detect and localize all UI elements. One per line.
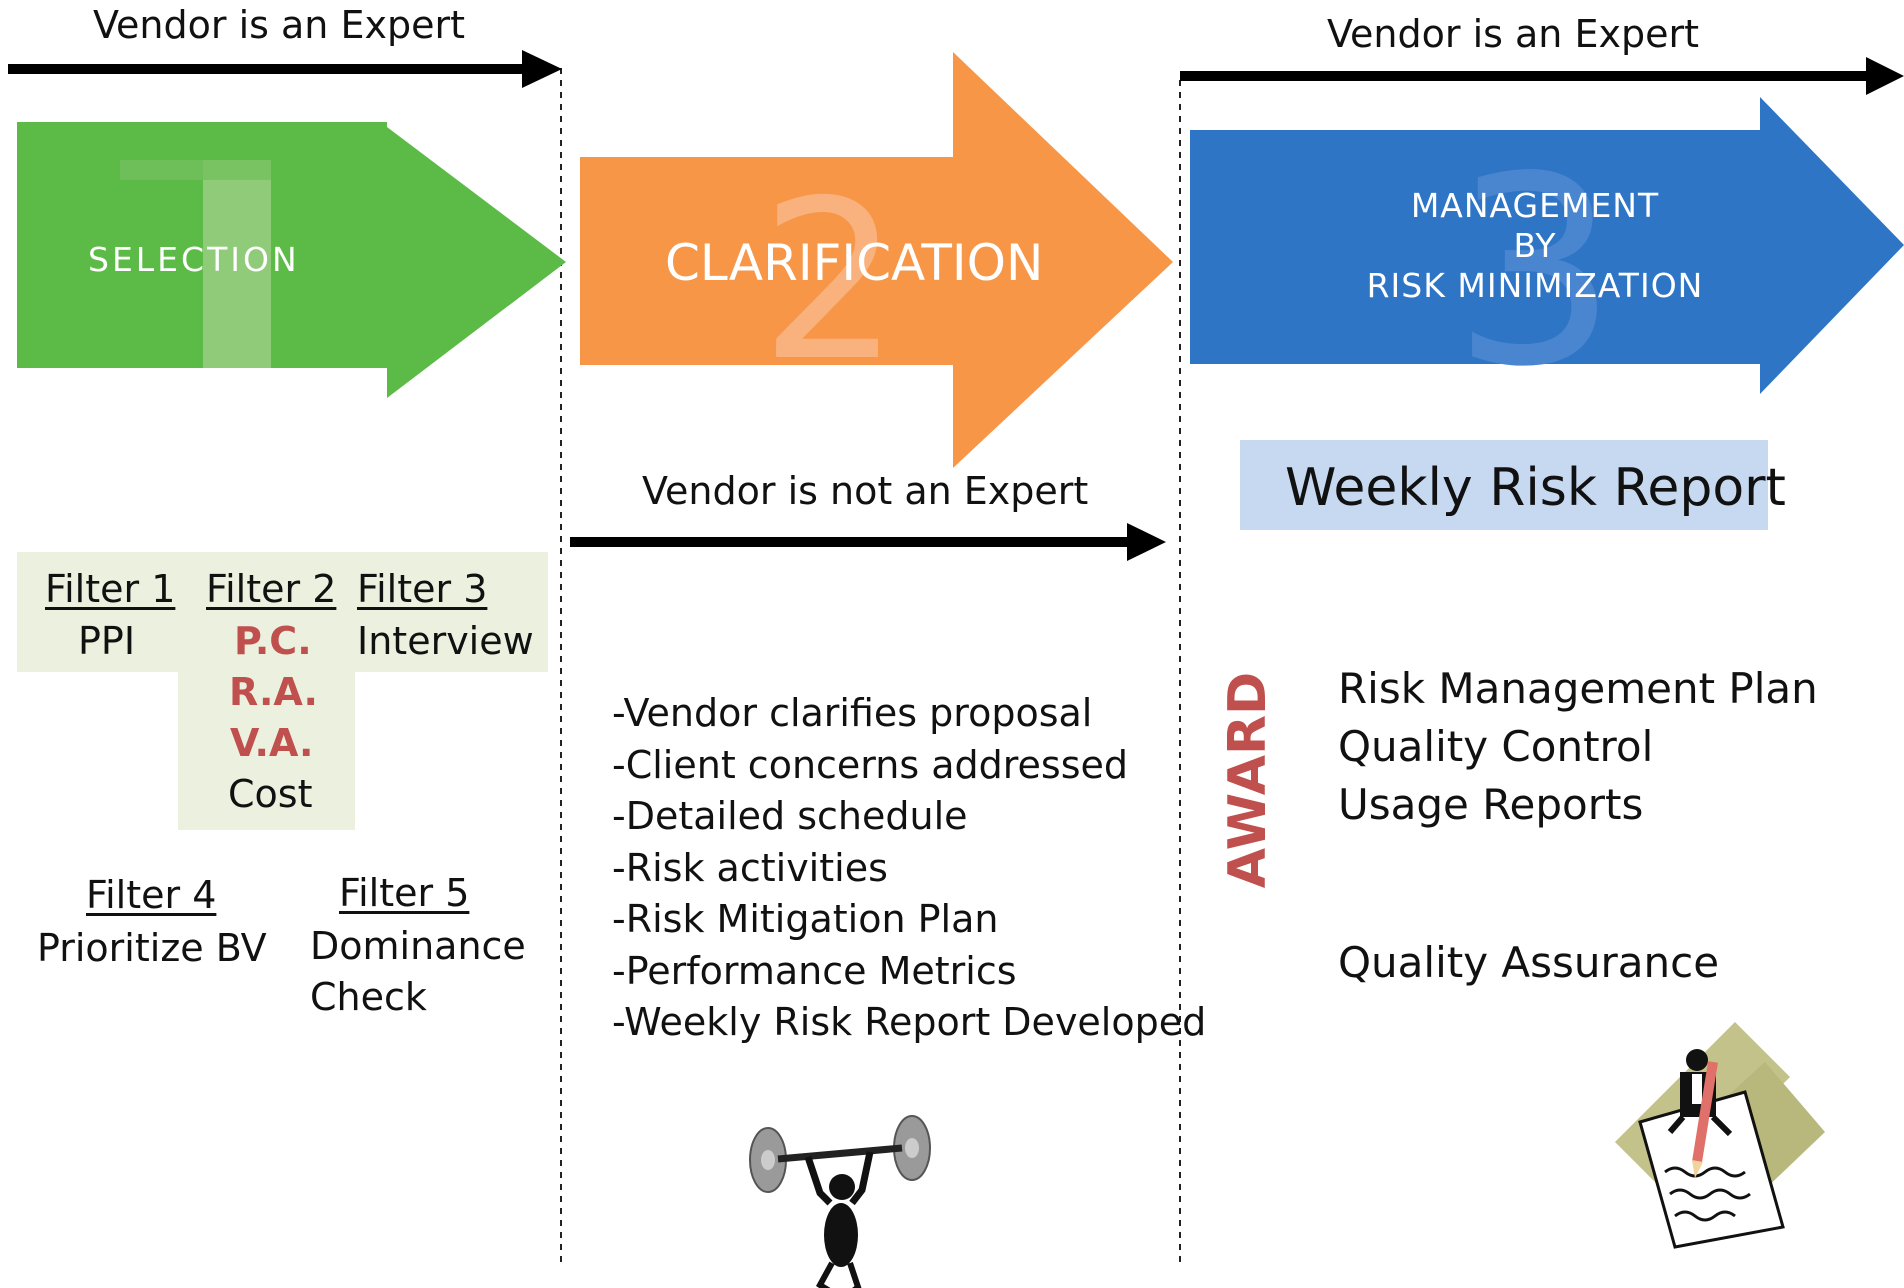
filter-2-item-va: V.A.: [230, 721, 314, 765]
clarification-item: -Vendor clarifies proposal: [612, 691, 1093, 735]
expert-arrow-right: [1180, 57, 1904, 95]
filter-1-item: PPI: [78, 619, 136, 663]
clarification-item: -Detailed schedule: [612, 794, 968, 838]
phase-1-label: SELECTION: [88, 240, 300, 279]
award-label-rotated: AWARD: [1218, 672, 1278, 888]
clarification-item: -Risk activities: [612, 845, 888, 890]
weekly-report-label: Weekly Risk Report: [1285, 458, 1786, 518]
phase-3-arrow: 3: [1190, 97, 1904, 424]
filter-5-item-1: Dominance: [310, 924, 526, 968]
svg-text:2: 2: [760, 153, 900, 409]
filter-5-item-2: Check: [310, 975, 427, 1019]
phase-3-line-3: RISK MINIMIZATION: [1366, 266, 1704, 305]
filter-3-item: Interview: [357, 619, 534, 663]
expert-arrow-left: [8, 50, 562, 88]
weekly-report-box: [1240, 440, 1768, 530]
filter-3-title: Filter 3: [357, 567, 488, 611]
not-expert-label: Vendor is not an Expert: [642, 469, 1089, 513]
filter-2-item-cost: Cost: [228, 772, 313, 816]
clarification-list: -Vendor clarifies proposal -Client conce…: [612, 688, 1206, 1049]
filters-background: [17, 552, 548, 830]
phase-3-label: MANAGEMENT BY RISK MINIMIZATION: [1290, 186, 1780, 306]
svg-text:3: 3: [1452, 122, 1617, 424]
award-text: AWARD: [1218, 671, 1278, 889]
expert-label-left: Vendor is an Expert: [93, 3, 465, 47]
quality-assurance: Quality Assurance: [1338, 938, 1720, 987]
writer-on-document-icon: [1615, 1022, 1825, 1249]
expert-label-right: Vendor is an Expert: [1327, 12, 1699, 56]
filter-2-title: Filter 2: [206, 567, 337, 611]
filter-5-title: Filter 5: [339, 871, 470, 915]
phase-3-line-1: MANAGEMENT: [1410, 186, 1660, 225]
award-items: Risk Management Plan Quality Control Usa…: [1338, 660, 1818, 834]
clarification-item: -Performance Metrics: [612, 948, 1017, 993]
phase-2-label: CLARIFICATION: [665, 234, 1044, 292]
filter-2-item-pc: P.C.: [234, 619, 312, 663]
filter-2-item-ra: R.A.: [229, 670, 318, 714]
award-item: Usage Reports: [1338, 780, 1644, 829]
not-expert-arrow: [570, 523, 1166, 561]
phase-2-arrow: 2: [580, 52, 1173, 468]
filter-4-title: Filter 4: [86, 873, 217, 917]
award-item: Risk Management Plan: [1338, 664, 1818, 713]
phase-1-arrow: [17, 122, 566, 398]
filter-1-title: Filter 1: [45, 567, 176, 611]
award-item: Quality Control: [1338, 722, 1654, 771]
clarification-item: -Weekly Risk Report Developed: [612, 1000, 1207, 1044]
clarification-item: -Risk Mitigation Plan: [612, 897, 999, 941]
weightlifter-icon: [749, 1115, 931, 1288]
filter-4-item: Prioritize BV: [37, 926, 267, 970]
phase-3-line-2: BY: [1513, 226, 1557, 265]
clarification-item: -Client concerns addressed: [612, 742, 1129, 787]
